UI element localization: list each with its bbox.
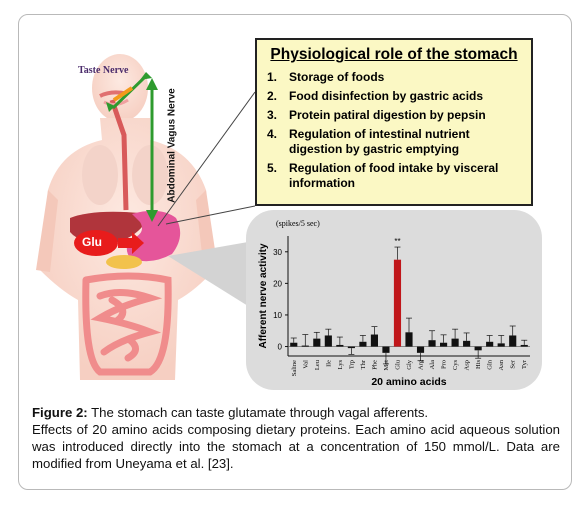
x-tick-label: Gly [406, 359, 413, 370]
y-tick-label: 0 [278, 343, 283, 352]
bar-phe [370, 334, 379, 347]
pancreas [106, 255, 142, 269]
role-item-text: Storage of foods [289, 70, 385, 84]
role-item-number: 1. [267, 70, 278, 84]
bar-saline [290, 342, 298, 347]
role-item: 4. Regulation of intestinal nutrient dige… [267, 127, 521, 157]
lung-right [132, 145, 168, 205]
x-tick-label: Glu [394, 359, 401, 370]
role-item-number: 2. [267, 89, 278, 103]
glu-label: Glu [82, 235, 102, 249]
stomach-role-box: Physiological role of the stomach 1. Stor… [255, 38, 533, 206]
x-tick-label: Pro [441, 360, 448, 369]
bar-thr [359, 341, 367, 347]
bar-cys [451, 338, 459, 347]
bar-trp [347, 346, 355, 349]
x-tick-label: Asn [498, 359, 505, 370]
x-tick-label: Lys [337, 360, 344, 370]
bar-his [474, 346, 482, 351]
bar-val [301, 345, 309, 347]
bar-ala [428, 340, 436, 347]
x-tick-label: Leu [314, 359, 321, 370]
y-tick-label: 30 [273, 248, 282, 257]
figure-caption: Figure 2: The stomach can taste glutamat… [32, 404, 560, 472]
role-item-text: Regulation of intestinal nutrient digest… [289, 127, 470, 156]
y-axis-label: Afferent nerve activity [258, 243, 269, 348]
y-tick-label: 10 [273, 311, 282, 320]
bar-lys [336, 344, 344, 347]
bar-leu [313, 338, 321, 347]
bar-gly [405, 332, 413, 347]
chart-callout-wedge [168, 242, 248, 306]
chart-unit-label: (spikes/5 sec) [276, 219, 320, 228]
role-item-number: 5. [267, 161, 278, 175]
caption-title: The stomach can taste glutamate through … [87, 405, 429, 420]
bar-asn [497, 343, 505, 347]
x-tick-label: Val [302, 360, 309, 369]
glu-arrow [118, 232, 144, 254]
x-tick-label: Ala [429, 360, 436, 370]
x-tick-label: Ile [325, 360, 332, 367]
caption-body: Effects of 20 amino acids composing diet… [32, 422, 560, 471]
role-item: 1. Storage of foods [267, 70, 521, 85]
role-list: 1. Storage of foods 2. Food disinfection b… [267, 70, 521, 191]
x-tick-label: Tyr [521, 359, 528, 369]
role-item-number: 4. [267, 127, 278, 141]
bar-gln [486, 341, 494, 347]
x-tick-label: Phe [371, 360, 378, 370]
glu-oval [74, 230, 118, 256]
role-item-text: Food disinfection by gastric acids [289, 89, 484, 103]
role-item-number: 3. [267, 108, 278, 122]
bar-glu [393, 259, 402, 347]
caption-label: Figure 2: [32, 405, 88, 420]
x-tick-label: Trp [348, 360, 355, 369]
bar-tyr [520, 344, 528, 347]
role-item-text: Protein patiral digestion by pepsin [289, 108, 486, 122]
role-item: 2. Food disinfection by gastric acids [267, 89, 521, 104]
x-tick-label: Arg [418, 359, 425, 370]
amino-acid-chart: (spikes/5 sec) 0 10 20 30 Afferent nerve acti… [258, 219, 530, 388]
role-item: 5. Regulation of food intake by visceral … [267, 161, 521, 191]
y-tick-label: 20 [273, 279, 282, 288]
role-item: 3. Protein patiral digestion by pepsin [267, 108, 521, 123]
callout-lines [157, 91, 256, 227]
bar-met [382, 346, 390, 353]
x-tick-label: Met [383, 360, 390, 371]
bar-ile [324, 335, 332, 347]
x-tick-label: Cys [452, 360, 459, 371]
caption-title-line: Figure 2: The stomach can taste glutamat… [32, 404, 560, 421]
taste-nerve-label: Taste Nerve [78, 65, 129, 76]
tongue-marker [112, 86, 134, 102]
bar-ser [509, 335, 517, 347]
vagus-nerve-arrow [146, 78, 158, 222]
intestines [82, 272, 172, 376]
x-tick-label: Thr [360, 359, 367, 369]
x-tick-label: Ser [510, 359, 517, 369]
significance-marker: ** [394, 237, 400, 246]
x-tick-label: Saline [291, 360, 298, 376]
lung-left [82, 145, 118, 205]
x-tick-label: Asp [464, 360, 471, 370]
vagus-nerve-label: Abdominal Vagus Nerve [166, 88, 178, 203]
bar-arg [416, 346, 425, 353]
x-tick-label: His [475, 360, 482, 370]
x-tick-label: Gln [487, 359, 494, 370]
bar-asp [463, 340, 471, 347]
bar-pro [439, 342, 448, 347]
role-item-text: Regulation of food intake by visceral in… [289, 161, 499, 190]
role-box-title: Physiological role of the stomach [270, 46, 518, 63]
x-axis-label: 20 amino acids [371, 376, 446, 388]
